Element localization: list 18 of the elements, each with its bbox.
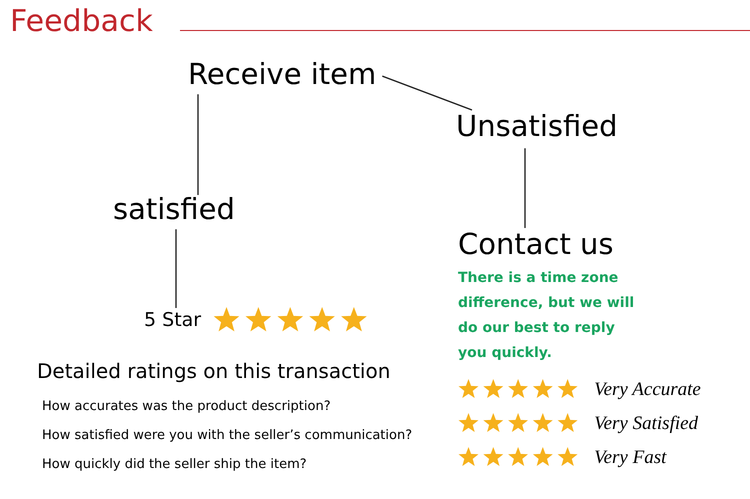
- connector-line: [175, 229, 177, 308]
- rating-label: 5 Star: [144, 308, 202, 332]
- rating-text: Very Satisfied: [594, 414, 698, 432]
- step-label: satisfied: [113, 191, 235, 228]
- connector-line: [382, 76, 472, 111]
- connector-line: [524, 148, 526, 228]
- note-text: There is a time zone difference, but we will do our best to reply you quickly.: [458, 269, 636, 364]
- rating-text: Very Accurate: [594, 380, 701, 398]
- question-text: How satisfied were you with the seller’s communication?: [42, 427, 412, 445]
- connector-line: [197, 94, 199, 195]
- title: Feedback: [10, 3, 153, 41]
- rating-text: Very Fast: [594, 448, 666, 466]
- question-text: How quickly did the seller ship the item?: [42, 456, 308, 474]
- section-heading: Detailed ratings on this transaction: [37, 359, 390, 384]
- question-text: How accurates was the product description?: [42, 398, 332, 416]
- step-label: Contact us: [458, 226, 615, 262]
- step-label: Unsatisfied: [456, 108, 618, 144]
- step-label: Receive item: [188, 56, 376, 92]
